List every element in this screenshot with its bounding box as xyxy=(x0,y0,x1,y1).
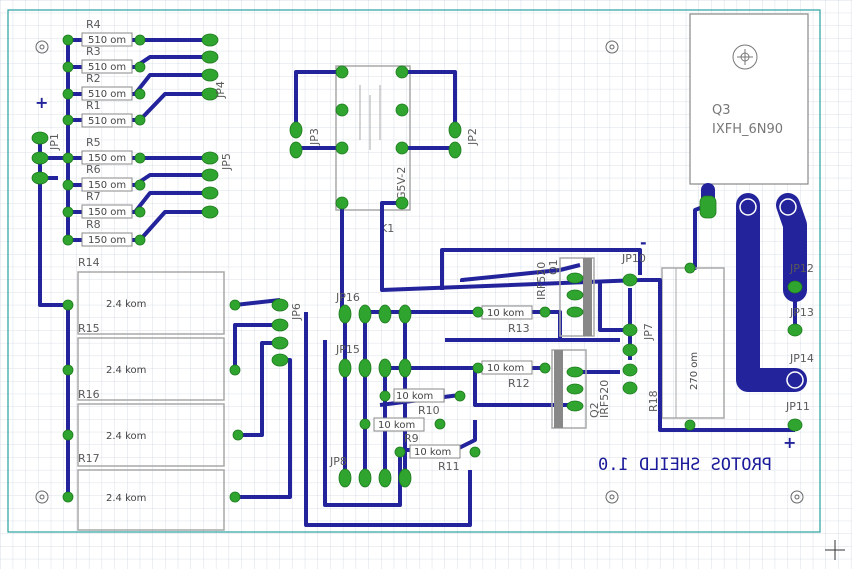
q2-ref: Q2 xyxy=(588,402,601,418)
jp2-label: JP2 xyxy=(466,128,479,146)
r1-ref: R1 xyxy=(86,99,101,112)
jp7-label: JP7 xyxy=(642,323,655,341)
r14-ref: R14 xyxy=(78,256,100,269)
r13-ref: R13 xyxy=(508,322,530,335)
mounting-holes xyxy=(35,40,804,504)
relay-k1: G5V-2 K1 xyxy=(335,65,411,235)
jp10-label: JP10 xyxy=(621,252,646,265)
r11-value: 10 kom xyxy=(414,447,451,458)
r6-ref: R6 xyxy=(86,163,101,176)
jp1-label: JP1 xyxy=(48,133,61,151)
q1-ref: Q1 xyxy=(547,259,560,275)
minus-marker: - xyxy=(640,233,647,252)
r9-value: 10 kom xyxy=(378,420,415,431)
r2-ref: R2 xyxy=(86,72,101,85)
r1-value: 510 om xyxy=(88,116,126,127)
jp5-label: JP5 xyxy=(220,153,233,171)
polarity-markers: + + - xyxy=(35,93,796,452)
r13-value: 10 kom xyxy=(487,308,524,319)
r9-ref: R9 xyxy=(404,432,419,445)
big-resistor-labels: R14 2.4 kom R15 2.4 kom R16 2.4 kom R17 … xyxy=(78,256,146,504)
r10-ref: R10 xyxy=(418,404,440,417)
jp12-label: JP12 xyxy=(789,262,814,275)
r16-value: 2.4 kom xyxy=(106,431,146,442)
r18-ref: R18 xyxy=(647,390,660,412)
q1-part: IRF520 xyxy=(535,262,548,300)
r8-value: 150 om xyxy=(88,235,126,246)
q3-package: Q3 IXFH_6N90 xyxy=(689,13,809,185)
r17-value: 2.4 kom xyxy=(106,493,146,504)
jp16-label: JP16 xyxy=(335,291,360,304)
pads xyxy=(31,33,803,503)
board-outline xyxy=(7,9,821,533)
r4-value: 510 om xyxy=(88,35,126,46)
jp4-label: JP4 xyxy=(214,81,227,99)
r3-ref: R3 xyxy=(86,45,101,58)
r15-value: 2.4 kom xyxy=(106,365,146,376)
mosfets: IRF520 Q1 IRF520 Q2 xyxy=(535,257,611,429)
q3-part-label: IXFH_6N90 xyxy=(712,122,783,137)
big-resistors xyxy=(77,271,225,531)
r11-ref: R11 xyxy=(438,460,460,473)
r7-value: 150 om xyxy=(88,207,126,218)
jp8-label: JP8 xyxy=(329,455,347,468)
r5-ref: R5 xyxy=(86,136,101,149)
r3-value: 510 om xyxy=(88,62,126,73)
r12-ref: R12 xyxy=(508,377,530,390)
small-resistors-left: R4 510 om R3 510 om R2 510 om R1 510 om … xyxy=(81,18,133,247)
jp11-label: JP11 xyxy=(785,400,810,413)
r5-value: 150 om xyxy=(88,153,126,164)
r12-value: 10 kom xyxy=(487,363,524,374)
crosshair-icon xyxy=(825,540,845,560)
r17-ref: R17 xyxy=(78,452,100,465)
plus-marker-left: + xyxy=(35,93,48,112)
plus-marker-right: + xyxy=(783,433,796,452)
r2-value: 510 om xyxy=(88,89,126,100)
r10-value: 10 kom xyxy=(396,391,433,402)
r4-ref: R4 xyxy=(86,18,101,31)
jp13-label: JP13 xyxy=(789,306,814,319)
jp14-label: JP14 xyxy=(789,352,814,365)
relay-part: G5V-2 xyxy=(395,167,408,200)
jp3-label: JP3 xyxy=(308,128,321,146)
jumper-labels: JP1 JP2 JP3 JP4 JP5 JP6 JP7 JP8 JP10 JP1… xyxy=(48,81,814,468)
board-title: PROTOS SHEILD 1.0 xyxy=(598,455,772,475)
r6-value: 150 om xyxy=(88,180,126,191)
r14-value: 2.4 kom xyxy=(106,299,146,310)
jp6-label: JP6 xyxy=(290,303,303,321)
jp15-label: JP15 xyxy=(335,343,360,356)
r15-ref: R15 xyxy=(78,322,100,335)
r18-value: 270 om xyxy=(689,352,700,390)
r8-ref: R8 xyxy=(86,218,101,231)
q3-ref-label: Q3 xyxy=(712,103,731,118)
r16-ref: R16 xyxy=(78,388,100,401)
q3-big-pads xyxy=(739,198,804,389)
r7-ref: R7 xyxy=(86,190,101,203)
q2-part: IRF520 xyxy=(598,380,611,418)
